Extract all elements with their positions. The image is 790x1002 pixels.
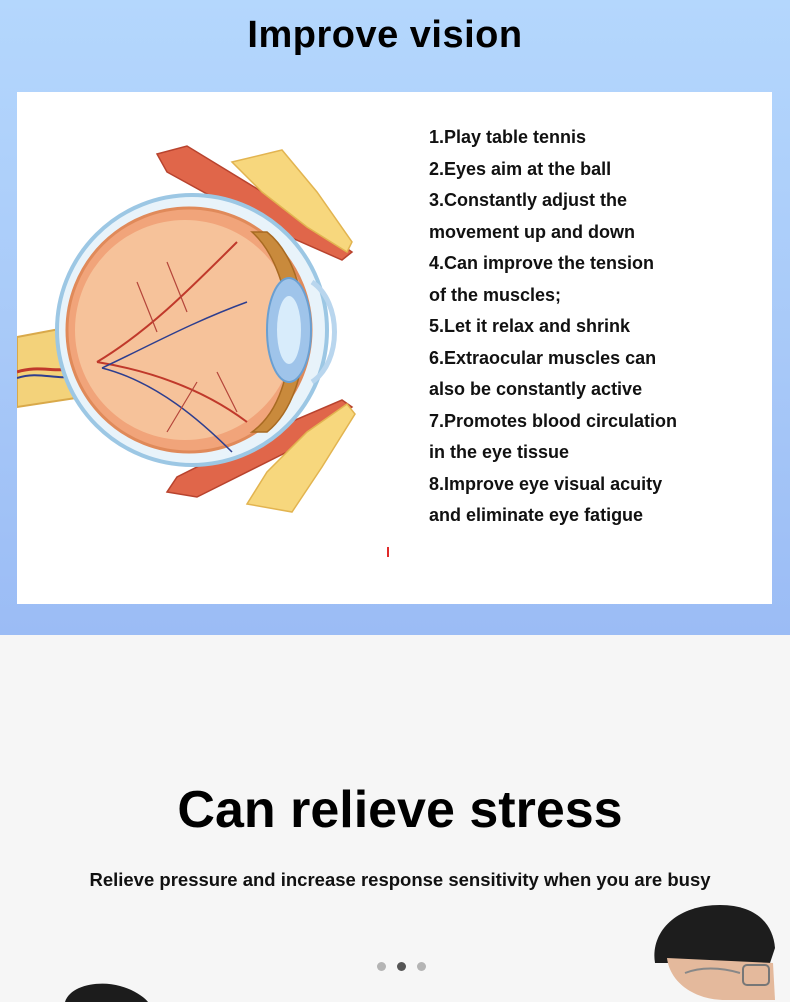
benefit-list: 1.Play table tennis 2.Eyes aim at the ba…	[429, 122, 759, 532]
list-item: 6.Extraocular muscles can	[429, 347, 657, 368]
section-subtitle: Relieve pressure and increase response s…	[89, 869, 711, 890]
list-item: of the muscles;	[429, 284, 562, 305]
carousel-dot[interactable]	[417, 962, 426, 971]
list-item: 2.Eyes aim at the ball	[429, 158, 612, 179]
carousel-dot-active[interactable]	[397, 962, 406, 971]
relieve-stress-section: Can relieve stress Relieve pressure and …	[0, 635, 790, 1002]
list-item: 4.Can improve the tension	[429, 253, 655, 273]
improve-vision-section: Improve vision	[0, 0, 790, 635]
person-head-photo	[65, 983, 148, 1002]
list-item: 1.Play table tennis	[429, 127, 587, 147]
list-item: movement up and down	[429, 221, 636, 242]
eye-info-card: 1.Play table tennis 2.Eyes aim at the ba…	[17, 92, 772, 604]
list-item: also be constantly active	[429, 379, 643, 399]
list-item: 5.Let it relax and shrink	[429, 316, 631, 336]
section-title: Improve vision	[247, 14, 523, 56]
carousel-dot[interactable]	[377, 962, 386, 971]
person-photo	[654, 905, 775, 1000]
list-item: 8.Improve eye visual acuity	[429, 473, 663, 494]
list-item: and eliminate eye fatigue	[429, 505, 644, 525]
eye-anatomy-illustration	[17, 145, 356, 513]
section-title: Can relieve stress	[177, 781, 623, 839]
list-item: 3.Constantly adjust the	[429, 190, 628, 210]
list-item: in the eye tissue	[429, 442, 570, 462]
list-item: 7.Promotes blood circulation	[429, 410, 678, 431]
red-marker	[387, 547, 389, 557]
